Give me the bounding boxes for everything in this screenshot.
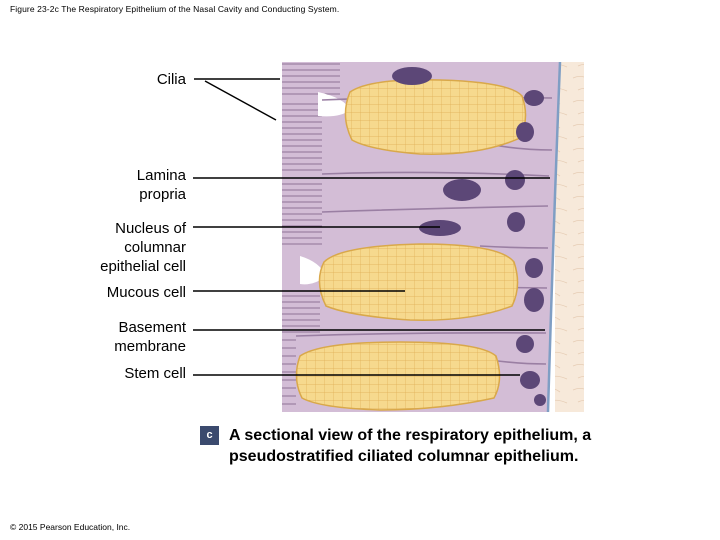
epithelium-cytoplasm xyxy=(282,62,560,412)
goblet-cell-2 xyxy=(318,243,519,321)
leader-cilia-2 xyxy=(204,80,277,121)
copyright-notice: © 2015 Pearson Education, Inc. xyxy=(10,522,131,532)
figure-caption: A sectional view of the respiratory epit… xyxy=(229,427,592,465)
basement-membrane-line xyxy=(546,62,562,412)
goblet-cell-1 xyxy=(344,79,527,155)
panel-letter-badge: c xyxy=(200,426,219,445)
label-lamina-propria: Lamina propria xyxy=(136,167,186,203)
nuclei xyxy=(392,67,546,406)
goblet-cell-3 xyxy=(295,341,501,411)
lamina-propria-tissue xyxy=(555,62,584,412)
figure-title: Figure 23-2c The Respiratory Epithelium … xyxy=(10,4,340,14)
label-basement-membrane: Basement membrane xyxy=(114,319,186,355)
label-nucleus: Nucleus of columnar epithelial cell xyxy=(100,220,186,275)
label-mucous-cell: Mucous cell xyxy=(106,284,186,301)
leader-lines xyxy=(193,78,550,376)
label-cilia: Cilia xyxy=(156,71,186,88)
label-stem-cell: Stem cell xyxy=(124,365,186,382)
